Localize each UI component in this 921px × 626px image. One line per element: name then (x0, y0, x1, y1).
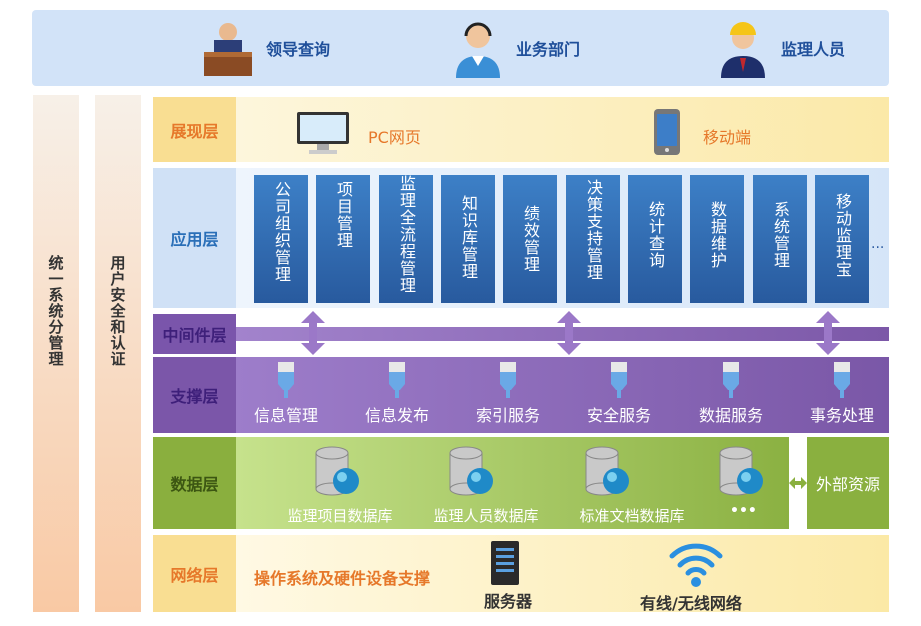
network-plug-icon (278, 362, 294, 398)
module-system[interactable]: 系统管理 (753, 175, 807, 303)
operator-headset-icon (456, 22, 500, 78)
wifi-icon (669, 543, 723, 587)
users-band: 领导查询 业务部门 监理人员 (32, 10, 889, 86)
pc-web-label: PC网页 (368, 128, 421, 147)
service-label: 安全服务 (586, 406, 651, 425)
database-globe-icon (449, 446, 493, 496)
service-label: 信息管理 (253, 406, 318, 425)
service-label: 索引服务 (475, 406, 540, 425)
module-knowledge[interactable]: 知识库管理 (441, 175, 495, 303)
database-label[interactable]: 监理人员数据库 (433, 507, 539, 525)
module-supervision-process[interactable]: 监理全流程管理 (379, 175, 433, 303)
module-project[interactable]: 项目管理 (316, 175, 370, 303)
database-label[interactable]: 监理项目数据库 (287, 507, 393, 525)
service-item[interactable]: 索引服务 (458, 362, 558, 426)
database-globe-icon (585, 446, 629, 496)
module-company-org[interactable]: 公司组织管理 (254, 175, 308, 303)
service-item[interactable]: 信息管理 (236, 362, 336, 426)
network-plug-icon (500, 362, 516, 398)
support-layer (236, 357, 889, 433)
middleware-label: 中间件层 (153, 314, 236, 354)
double-arrow-icon (301, 311, 325, 355)
double-arrow-icon (557, 311, 581, 355)
user-leader[interactable]: 领导查询 (200, 10, 330, 86)
service-item[interactable]: 安全服务 (569, 362, 669, 426)
presentation-label: 展现层 (153, 97, 236, 162)
external-resources[interactable]: 外部资源 (807, 437, 889, 529)
double-arrow-icon (816, 311, 840, 355)
module-data-maintenance[interactable]: 数据维护 (690, 175, 744, 303)
network-wired-wireless-label: 有线/无线网络 (640, 594, 742, 613)
network-plug-icon (389, 362, 405, 398)
server-icon (491, 541, 519, 585)
database-label[interactable]: 标准文档数据库 (579, 507, 685, 525)
service-label: 信息发布 (364, 406, 429, 425)
user-supervisor[interactable]: 监理人员 (715, 10, 845, 86)
network-label: 网络层 (153, 535, 236, 612)
service-label: 事务处理 (809, 406, 874, 425)
supervisor-helmet-icon (721, 22, 765, 78)
application-label: 应用层 (153, 168, 236, 308)
network-description: 操作系统及硬件设备支撑 (254, 569, 431, 588)
more-modules: ... (871, 236, 885, 252)
module-decision[interactable]: 决策支持管理 (566, 175, 620, 303)
user-business[interactable]: 业务部门 (450, 10, 580, 86)
support-label: 支撑层 (153, 357, 236, 433)
network-plug-icon (611, 362, 627, 398)
mobile-phone-icon (654, 109, 680, 155)
service-label: 数据服务 (698, 406, 763, 425)
bidirectional-arrow-icon (789, 477, 807, 489)
middleware-bus (236, 327, 889, 341)
network-plug-icon (723, 362, 739, 398)
database-globe-icon (719, 446, 763, 496)
service-item[interactable]: 事务处理 (792, 362, 892, 426)
unified-management-column: 统一系统分管理 (33, 95, 79, 612)
module-performance[interactable]: 绩效管理 (503, 175, 557, 303)
data-label: 数据层 (153, 437, 236, 529)
service-item[interactable]: 数据服务 (681, 362, 781, 426)
mobile-label: 移动端 (703, 128, 752, 147)
pc-monitor-icon (297, 112, 349, 154)
more-databases: ••• (730, 503, 757, 519)
server-label: 服务器 (484, 592, 533, 611)
module-statistics[interactable]: 统计查询 (628, 175, 682, 303)
network-layer (236, 535, 889, 612)
network-plug-icon (834, 362, 850, 398)
leader-desk-icon (204, 23, 252, 76)
module-mobile[interactable]: 移动监理宝 (815, 175, 869, 303)
user-security-column: 用户安全和认证 (95, 95, 141, 612)
service-item[interactable]: 信息发布 (347, 362, 447, 426)
database-globe-icon (315, 446, 359, 496)
